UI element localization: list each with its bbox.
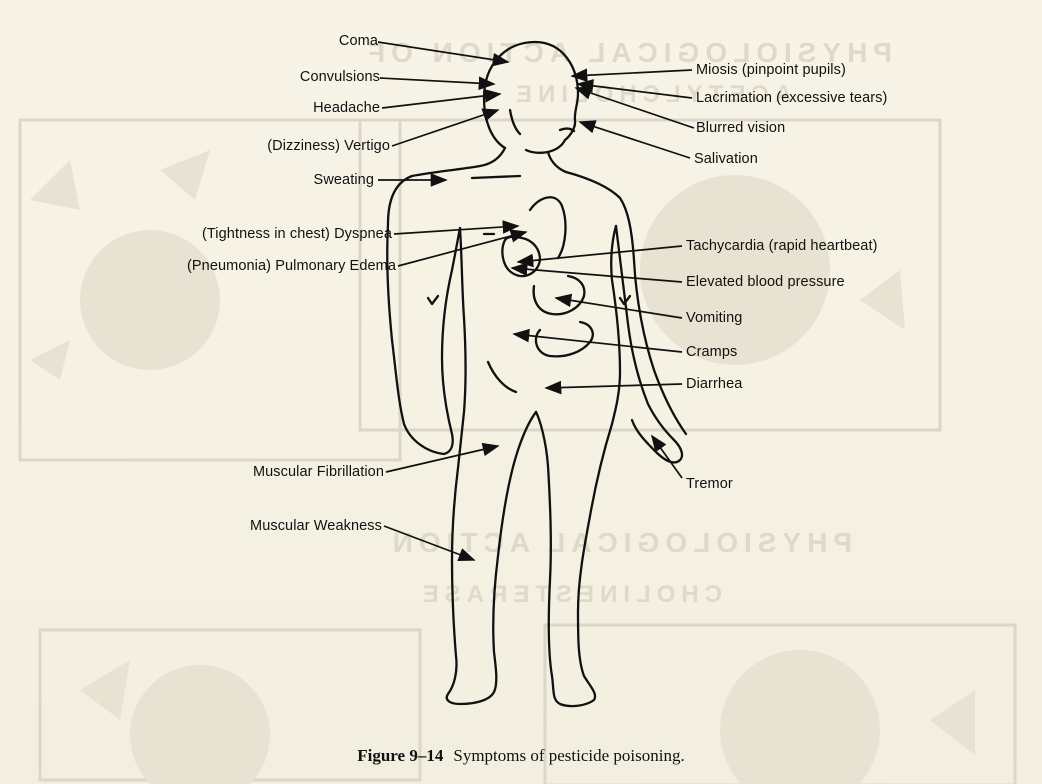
bleed-circle-1 [80, 230, 220, 370]
figure-caption: Figure 9–14 Symptoms of pesticide poisoni… [0, 746, 1042, 766]
tick-left [428, 296, 438, 304]
label-weakness: Muscular Weakness [250, 518, 382, 534]
label-bp: Elevated blood pressure [686, 274, 845, 290]
bleed-circle-2 [640, 175, 830, 365]
label-headache: Headache [313, 100, 380, 116]
bleed-circle-4 [130, 665, 270, 784]
left-torso-leg [447, 228, 536, 704]
label-tachycardia: Tachycardia (rapid heartbeat) [686, 238, 878, 254]
right-torso-leg [536, 226, 620, 706]
bleed-text-4: CHOLINESTERASE [417, 581, 722, 608]
label-lacrimation: Lacrimation (excessive tears) [696, 90, 887, 106]
arrow-miosis [572, 70, 692, 76]
label-tremor: Tremor [686, 476, 733, 492]
bleed-tri-2 [160, 150, 210, 200]
arrow-dyspnea [394, 226, 518, 234]
arrow-fibrillation [386, 446, 498, 472]
arrow-headache [382, 94, 500, 108]
label-fibrillation: Muscular Fibrillation [253, 464, 384, 480]
arrow-convulsions [380, 78, 494, 84]
label-vertigo: (Dizziness) Vertigo [267, 138, 390, 154]
stomach [534, 276, 585, 314]
label-miosis: Miosis (pinpoint pupils) [696, 62, 846, 78]
label-blurred: Blurred vision [696, 120, 785, 136]
figure-number: Figure 9–14 [357, 746, 443, 765]
arrow-salivation [580, 122, 690, 158]
label-vomiting: Vomiting [686, 310, 742, 326]
label-cramps: Cramps [686, 344, 737, 360]
caption-text: Symptoms of pesticide poisoning. [453, 746, 684, 765]
label-diarrhea: Diarrhea [686, 376, 742, 392]
bleed-through: PHYSIOLOGICAL ACTION OF ACETYLCHOLINE PH… [20, 37, 1015, 784]
mouth [560, 129, 574, 131]
bleed-tri-5 [80, 660, 130, 720]
label-sweating: Sweating [314, 172, 374, 188]
lung [530, 197, 565, 258]
bleed-tri-4 [860, 270, 905, 330]
chest-line [472, 176, 520, 178]
label-edema: (Pneumonia) Pulmonary Edema [187, 258, 396, 274]
arrow-vertigo [392, 110, 498, 146]
label-coma: Coma [339, 33, 378, 49]
label-convulsions: Convulsions [300, 69, 380, 85]
bleed-tri-3 [30, 340, 70, 380]
label-dyspnea: (Tightness in chest) Dyspnea [202, 226, 392, 242]
bleed-tri-1 [30, 160, 80, 210]
label-salivation: Salivation [694, 151, 758, 167]
chin-left [510, 110, 520, 134]
hip-line [488, 362, 516, 392]
inner-left-arm [442, 228, 460, 434]
